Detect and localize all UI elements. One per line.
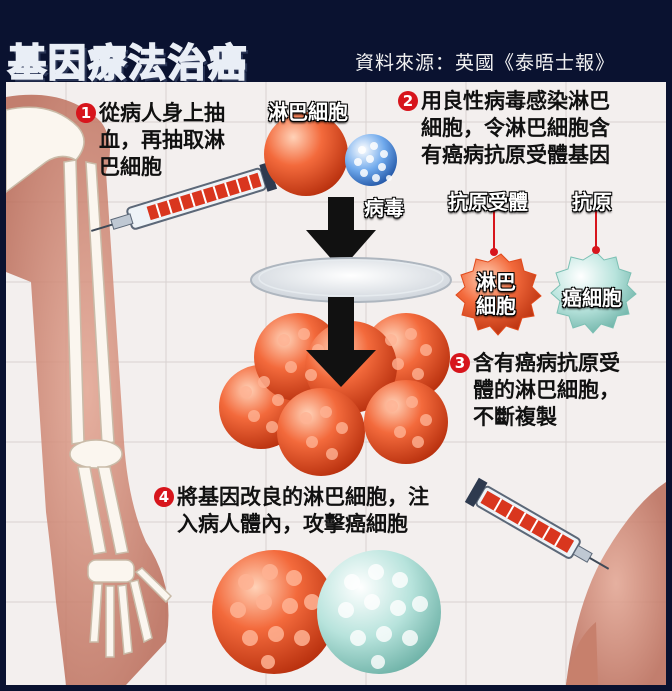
cancer-cell-target <box>317 550 441 674</box>
label-virus: 病毒 <box>364 196 404 220</box>
patient-arm-right <box>566 482 666 685</box>
syringe-2 <box>464 477 610 570</box>
label-lymph-cell: 淋巴 細胞 <box>476 270 516 318</box>
step-3-badge: 3 <box>450 353 470 373</box>
label-cancer-cell: 癌細胞 <box>562 286 622 310</box>
label-antigen: 抗原 <box>572 190 612 214</box>
virus-sphere <box>345 134 397 186</box>
step-4-badge: 4 <box>154 487 174 507</box>
down-arrow-2 <box>306 297 376 387</box>
illustration-art <box>6 82 666 685</box>
step-2-badge: 2 <box>398 91 418 111</box>
step-1-badge: 1 <box>76 103 96 123</box>
source-credit: 資料來源：英國《泰晤士報》 <box>355 52 616 74</box>
lymphocyte-cluster <box>219 313 450 476</box>
infographic-title: 基因療法治癌 <box>7 40 249 86</box>
lymphocyte-sphere <box>264 112 348 196</box>
lymphocyte-attacker <box>212 550 336 674</box>
down-arrow-1 <box>306 197 376 270</box>
petri-dish <box>250 257 452 303</box>
arm-illustration <box>6 94 173 685</box>
label-lymphocyte: 淋巴細胞 <box>268 100 348 124</box>
syringe-1 <box>91 162 303 232</box>
cancer-cell-spiky <box>550 200 637 334</box>
engineered-lymphocyte <box>455 200 542 336</box>
label-antigen-receptor: 抗原受體 <box>448 190 528 214</box>
